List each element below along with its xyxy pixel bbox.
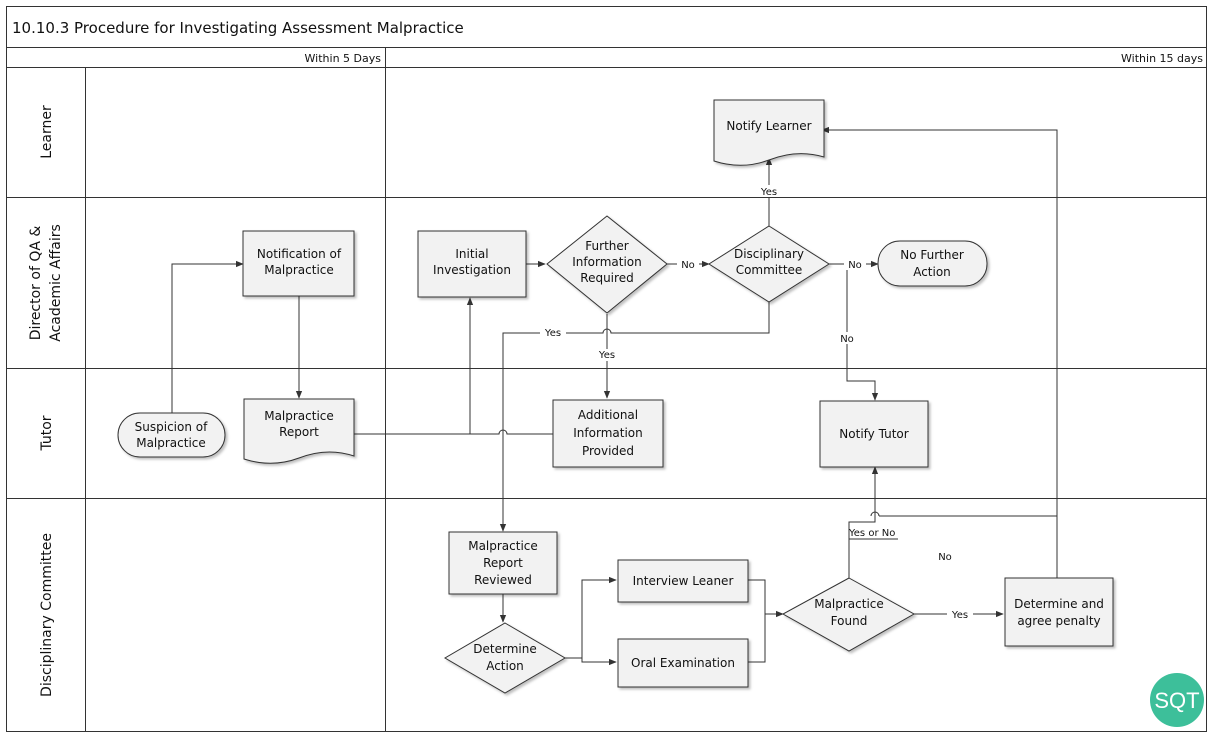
shape-text: Action (913, 265, 951, 279)
shape-text: Malpractice (264, 409, 334, 423)
shape-text: Malpractice (468, 539, 538, 553)
label-yes-to-review: Yes (544, 328, 561, 339)
shape-text: Malpractice (136, 436, 206, 450)
label-no-standalone: No (938, 552, 952, 563)
connector-disciplinary-to-review (499, 302, 770, 532)
shape-text: Required (580, 271, 633, 285)
connector-no-to-notify-tutor (846, 264, 879, 401)
shape-text: Committee (736, 263, 803, 277)
shape-text: Notify Learner (726, 119, 811, 133)
shape-text: Disciplinary (734, 247, 804, 261)
process-interview-leaner: Interview Leaner (617, 559, 749, 603)
connector-suspicion-to-notification (171, 260, 244, 413)
connector-additional-info-return (470, 429, 553, 435)
shape-text: Determine and (1014, 597, 1104, 611)
shape-text: Found (831, 614, 868, 628)
shape-text: Oral Examination (631, 656, 735, 670)
decision-further-information-required: Further Information Required (546, 215, 668, 314)
label-no-notify-tutor: No (840, 334, 854, 345)
connector-penalty-to-notify-learner (821, 126, 1058, 578)
decision-determine-action: Determine Action (444, 622, 566, 694)
phase-label-15-days: Within 15 days (1121, 52, 1203, 65)
decision-malpractice-found: Malpractice Found (781, 577, 916, 652)
phase-label-5-days: Within 5 Days (305, 52, 382, 65)
document-notify-learner: Notify Learner (713, 99, 825, 166)
connector-determine-to-oral (581, 658, 617, 666)
shape-text: Information (572, 255, 641, 269)
shape-text: Determine (473, 642, 536, 656)
shape-text: Initial (455, 247, 488, 261)
label-no-disciplinary: No (848, 260, 862, 271)
decision-disciplinary-committee: Disciplinary Committee (708, 225, 830, 303)
terminator-no-further-action: No Further Action (877, 240, 988, 287)
process-notification-of-malpractice: Notification of Malpractice (242, 230, 355, 297)
shape-text: Malpractice (814, 597, 884, 611)
shape-text: Notification of (257, 247, 342, 261)
process-notify-tutor: Notify Tutor (819, 400, 929, 468)
process-additional-information-provided: Additional Information Provided (552, 399, 664, 468)
connector-interview-to-found (748, 579, 784, 618)
logo-circle (1150, 673, 1204, 727)
process-malpractice-report-reviewed: Malpractice Report Reviewed (448, 531, 558, 595)
lane-label-director-line1: Director of QA & (28, 226, 44, 341)
connector-report-to-investigation (354, 297, 474, 435)
label-yes-or-no: Yes or No (848, 528, 895, 539)
diagram-title: 10.10.3 Procedure for Investigating Asse… (12, 19, 464, 37)
lane-label-disciplinary-committee: Disciplinary Committee (39, 533, 55, 697)
lane-label-learner: Learner (39, 105, 55, 159)
terminator-suspicion-of-malpractice: Suspicion of Malpractice (117, 412, 226, 458)
process-initial-investigation: Initial Investigation (417, 230, 527, 298)
shape-text: No Further (900, 248, 964, 262)
lane-label-director-line2: Academic Affairs (48, 224, 64, 342)
lane-label-tutor: Tutor (39, 415, 55, 451)
document-malpractice-report: Malpractice Report (243, 398, 355, 464)
connector-oral-to-found (748, 614, 766, 663)
process-determine-and-agree-penalty: Determine and agree penalty (1004, 577, 1114, 647)
logo-text: SQT (1154, 688, 1199, 713)
shape-text: Information (573, 426, 642, 440)
shape-text: Further (585, 239, 628, 253)
connector-determine-to-interview (565, 576, 617, 659)
shape-text: Report (483, 556, 523, 570)
shape-text: Investigation (433, 263, 511, 277)
shape-text: Report (279, 425, 319, 439)
sqt-logo: SQT (1150, 673, 1204, 727)
label-yes-additional-info: Yes (598, 350, 615, 361)
shape-text: Reviewed (474, 573, 532, 587)
shape-text: Interview Leaner (633, 574, 734, 588)
shape-text: Provided (582, 444, 634, 458)
label-no-further-info: No (681, 260, 695, 271)
connector-hop (870, 511, 880, 517)
shape-text: Additional (578, 408, 638, 422)
label-yes-notify-learner: Yes (760, 187, 777, 198)
shape-text: agree penalty (1017, 614, 1100, 628)
connector-found-to-notify-tutor (848, 466, 879, 578)
label-yes-penalty: Yes (951, 610, 968, 621)
shape-text: Action (486, 659, 524, 673)
shape-text: Malpractice (264, 263, 334, 277)
shape-text: Suspicion of (135, 420, 208, 434)
shape-text: Notify Tutor (839, 427, 908, 441)
process-oral-examination: Oral Examination (617, 638, 749, 688)
